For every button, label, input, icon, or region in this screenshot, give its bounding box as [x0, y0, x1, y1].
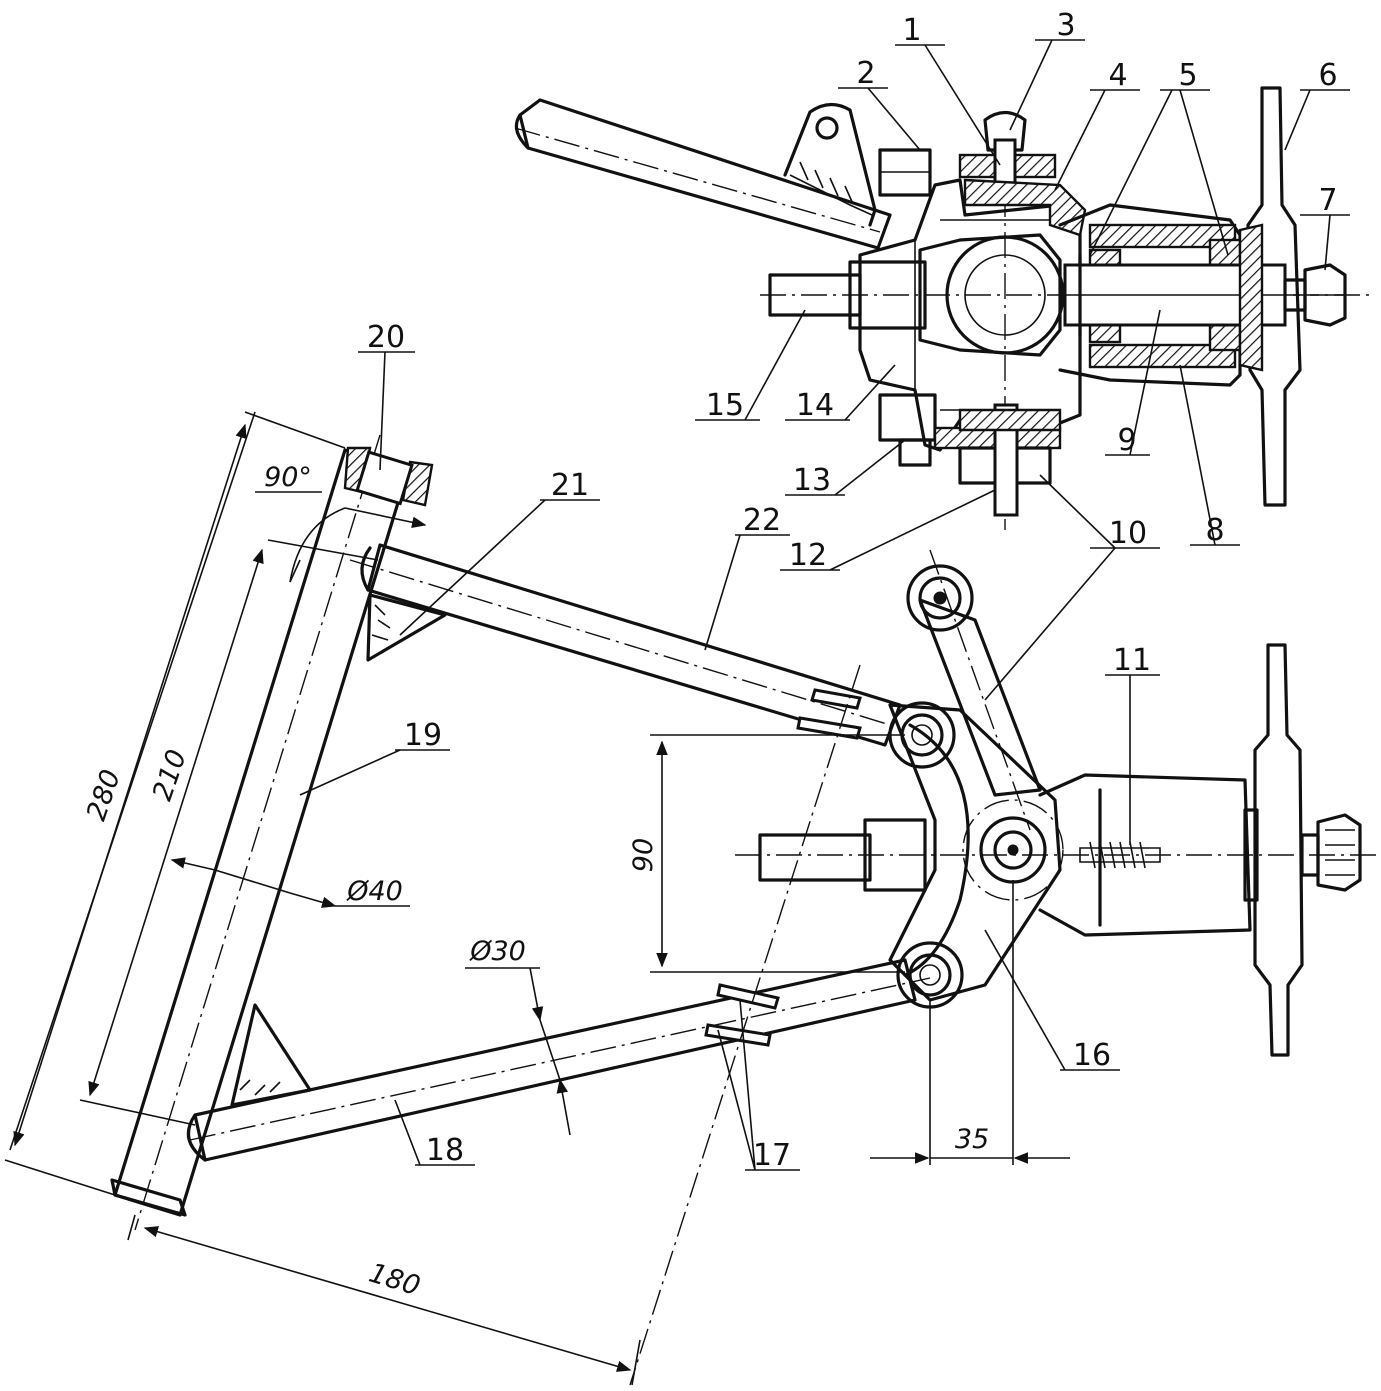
callout-7: 7 — [1318, 183, 1337, 218]
callout-21: 21 — [551, 468, 589, 503]
bushing-top-eye — [906, 564, 974, 632]
callout-9: 9 — [1117, 423, 1136, 458]
lower-wheel-disc — [1253, 643, 1304, 1057]
callout-5: 5 — [1178, 58, 1197, 93]
callout-17: 17 — [753, 1138, 791, 1173]
angle-90: 90° — [264, 462, 312, 493]
gusset-21 — [366, 593, 447, 662]
bolt-13-head — [878, 393, 937, 442]
dim-210: 210 — [147, 746, 193, 805]
callout-3: 3 — [1056, 8, 1075, 43]
clamp-17a — [716, 983, 780, 1010]
upper-hub-assembly — [514, 86, 1370, 530]
kingpin-block — [848, 260, 927, 330]
callout-22: 22 — [743, 503, 781, 538]
wheel-disc-6 — [1246, 86, 1302, 507]
housing-wall-top — [1088, 223, 1237, 249]
callout-13: 13 — [793, 463, 831, 498]
callout-15: 15 — [706, 388, 744, 423]
bearing-5-bottom — [1208, 320, 1242, 352]
callout-12: 12 — [789, 538, 827, 573]
callout-6: 6 — [1318, 58, 1337, 93]
knuckle-plate-16 — [888, 703, 1062, 1002]
upper-arm-22 — [366, 543, 902, 747]
bracket-hole — [815, 116, 839, 140]
upper-arm-tube — [518, 98, 892, 250]
pin-3-nut — [983, 110, 1027, 152]
dim-90: 90 — [628, 838, 659, 872]
bolt-11-thread — [1079, 847, 1161, 863]
callout-1: 1 — [902, 13, 921, 48]
housing-wall-bottom — [1088, 343, 1237, 369]
callout-20: 20 — [367, 320, 405, 355]
leaders — [299, 39, 1350, 1171]
callout-8: 8 — [1205, 513, 1224, 548]
steering-knuckle — [858, 178, 1082, 452]
clamp-17b — [704, 1023, 772, 1047]
upper-bracket — [783, 102, 877, 227]
dim-diameter-40: Ø40 — [346, 876, 403, 907]
callout-2: 2 — [856, 56, 875, 91]
callout-16: 16 — [1073, 1038, 1111, 1073]
dim-35: 35 — [955, 1124, 989, 1155]
callout-18: 18 — [426, 1133, 464, 1168]
lower-hub-nut — [1316, 813, 1362, 892]
lower-a-frame — [110, 434, 1380, 1386]
callout-19: 19 — [404, 718, 442, 753]
callout-11: 11 — [1113, 643, 1151, 678]
callout-14: 14 — [796, 388, 834, 423]
axle-nut-7 — [1303, 263, 1347, 327]
lower-axle-stub — [758, 833, 872, 882]
lower-bearing-housing — [1038, 773, 1252, 937]
dimensions: 280 210 180 90 35 Ø40 Ø30 — [4, 411, 1070, 1386]
bushing-center — [962, 799, 1064, 901]
callout-4: 4 — [1108, 58, 1127, 93]
dim-diameter-30: Ø30 — [469, 936, 526, 967]
lever-arm-10 — [918, 598, 1042, 797]
callout-numbers: 1 2 3 4 5 6 7 8 9 10 11 12 13 14 15 16 1… — [367, 8, 1338, 1173]
callout-10: 10 — [1109, 516, 1147, 551]
